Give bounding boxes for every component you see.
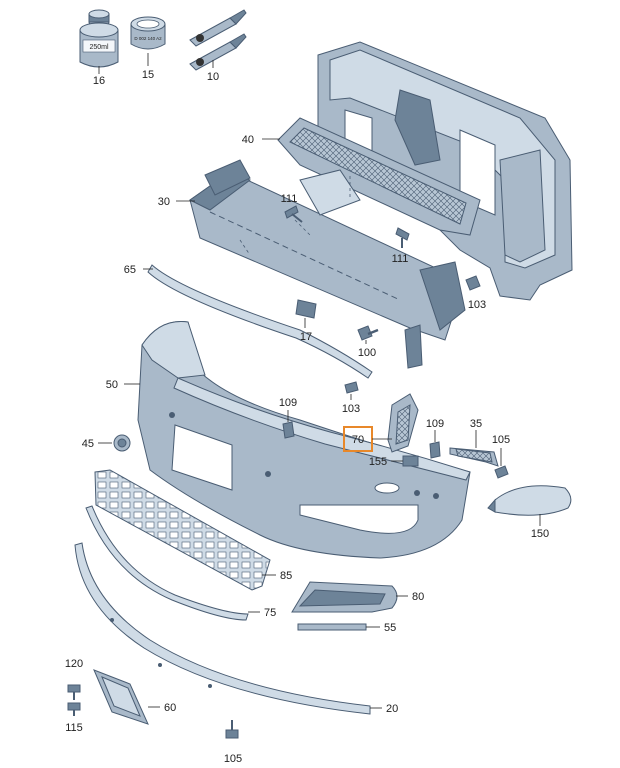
callout-85: 85 — [280, 570, 292, 582]
part-109-clip-left[interactable] — [282, 421, 295, 439]
callout-103b: 103 — [342, 403, 360, 415]
callout-100: 100 — [358, 347, 376, 359]
part-109-clip-right[interactable] — [429, 441, 441, 459]
part-115-screw[interactable] — [67, 702, 81, 716]
callout-60: 60 — [164, 702, 176, 714]
part-105-screw-bottom[interactable] — [225, 720, 239, 739]
callout-17: 17 — [300, 331, 312, 343]
can-label: 250ml — [89, 44, 109, 51]
part-30-impact-absorber[interactable] — [189, 159, 466, 369]
callout-115: 115 — [65, 722, 83, 734]
callout-45: 45 — [82, 438, 94, 450]
assembly-guides — [239, 176, 351, 256]
callout-150: 150 — [531, 528, 549, 540]
callout-111b: 111 — [392, 253, 409, 265]
part-100-bolt[interactable] — [357, 325, 379, 341]
callout-65: 65 — [124, 264, 136, 276]
part-50-bumper-cover[interactable] — [137, 320, 471, 559]
callout-111a: 111 — [281, 193, 298, 205]
part-111-screw-a[interactable] — [284, 205, 303, 223]
callout-30: 30 — [158, 196, 170, 208]
part-70-bracket[interactable] — [387, 393, 419, 453]
tape-label: D 002 140 A2 — [134, 36, 162, 41]
callout-15: 15 — [142, 69, 154, 81]
part-103-clip-right[interactable] — [465, 275, 481, 291]
callout-120: 120 — [65, 658, 83, 670]
part-17-plate[interactable] — [295, 299, 317, 319]
part-35-side-guide[interactable] — [449, 447, 499, 467]
callout-105a: 105 — [492, 434, 510, 446]
callout-50: 50 — [106, 379, 118, 391]
callout-55: 55 — [384, 622, 396, 634]
callout-70: 70 — [352, 434, 364, 446]
callout-105b: 105 — [224, 753, 242, 765]
callout-75: 75 — [264, 607, 276, 619]
part-150-tow-cap[interactable] — [487, 485, 572, 516]
part-155-clip[interactable] — [402, 455, 419, 467]
callout-16: 16 — [93, 75, 105, 87]
callout-103a: 103 — [468, 299, 486, 311]
part-60-plate-bracket[interactable] — [93, 669, 149, 725]
part-10-cartridges[interactable] — [189, 9, 247, 71]
part-45-connector[interactable] — [113, 434, 131, 452]
part-80-grille-insert[interactable] — [291, 581, 398, 613]
part-16-can[interactable]: 250ml — [79, 9, 119, 68]
part-75-trim-strip[interactable] — [85, 505, 249, 621]
callout-155: 155 — [369, 456, 387, 468]
part-85-lower-grille[interactable] — [94, 469, 271, 591]
callout-10: 10 — [207, 71, 219, 83]
part-105-screw-right[interactable] — [494, 465, 509, 479]
part-103-clip-center[interactable] — [344, 381, 359, 394]
part-15-tape-roll[interactable]: D 002 140 A2 — [130, 16, 166, 50]
callout-20: 20 — [386, 703, 398, 715]
callout-109a: 109 — [279, 397, 297, 409]
part-40-mesh-panel[interactable] — [277, 117, 481, 236]
callout-109b: 109 — [426, 418, 444, 430]
callout-35: 35 — [470, 418, 482, 430]
part-120-clip[interactable] — [67, 684, 81, 700]
part-55-molding[interactable] — [297, 623, 367, 631]
part-20-spoiler[interactable] — [74, 542, 371, 715]
part-65-seal-strip[interactable] — [147, 264, 373, 379]
callout-80: 80 — [412, 591, 424, 603]
front-carrier[interactable] — [317, 41, 573, 301]
part-111-screw-b[interactable] — [395, 227, 410, 248]
air-duct — [299, 169, 361, 216]
callout-40: 40 — [242, 134, 254, 146]
